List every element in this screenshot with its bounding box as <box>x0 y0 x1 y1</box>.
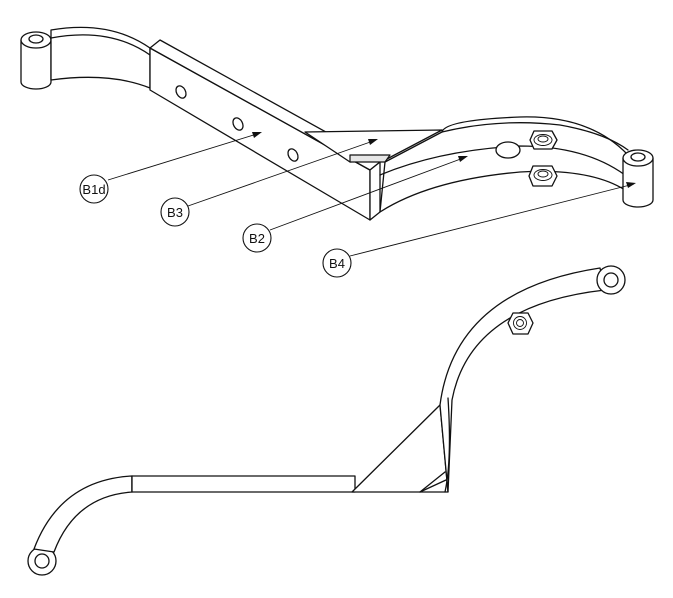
left-end-eye <box>27 546 57 576</box>
beam-hole-3 <box>287 148 299 162</box>
left-bushing <box>20 31 52 90</box>
callout-leaders <box>107 132 636 257</box>
hex-nut-side <box>507 312 534 335</box>
beam-hole-1 <box>175 85 187 99</box>
gusset-section <box>351 404 449 493</box>
isometric-frame-view: B1d B3 B2 B4 <box>20 26 654 278</box>
left-curved-arm <box>50 26 151 89</box>
callout-b3-label: B3 <box>167 205 183 220</box>
callout-b3: B3 <box>160 197 190 227</box>
rising-curve-section <box>439 267 606 493</box>
callout-b2: B2 <box>242 223 272 253</box>
callout-b1d: B1d <box>79 174 109 204</box>
right-curved-arm <box>379 116 629 213</box>
arm-hole <box>495 141 521 159</box>
callout-b1d-label: B1d <box>82 182 105 197</box>
callout-b4-label: B4 <box>329 256 345 271</box>
left-curve-section <box>33 475 133 553</box>
hex-nut-lower <box>528 165 558 187</box>
callout-b2-label: B2 <box>249 231 265 246</box>
beam-hole-2 <box>232 117 244 131</box>
right-end-eye <box>596 265 626 295</box>
callout-b4: B4 <box>322 248 352 278</box>
main-beam <box>149 39 381 221</box>
side-elevation-view <box>27 265 626 576</box>
straight-beam-section <box>131 475 356 493</box>
right-bushing <box>622 149 654 208</box>
hex-nut-upper <box>529 130 558 150</box>
